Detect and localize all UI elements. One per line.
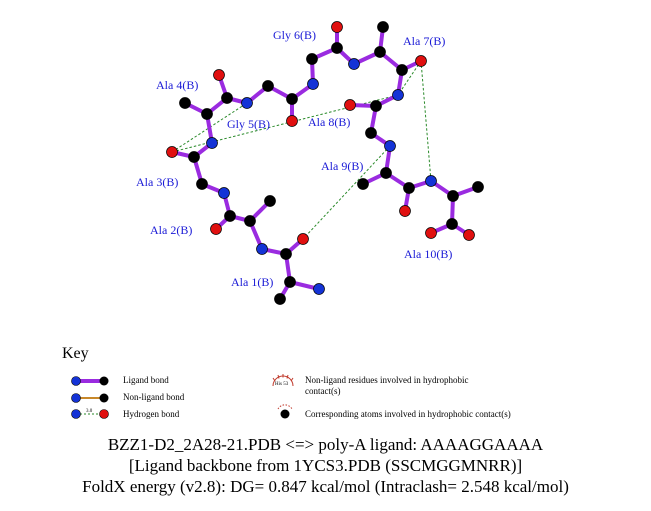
hydrogen-bond	[420, 60, 432, 182]
carbon-atom	[286, 93, 298, 105]
oxygen-atom	[297, 233, 309, 245]
oxygen-atom	[344, 99, 356, 111]
nitrogen-atom	[241, 97, 253, 109]
oxygen-atom	[213, 69, 225, 81]
oxygen-atom	[210, 223, 222, 235]
carbon-atom	[377, 21, 389, 33]
oxygen-atom	[331, 21, 343, 33]
carbon-atom	[331, 42, 343, 54]
carbon-atom	[447, 190, 459, 202]
hydrogen-bond	[171, 102, 248, 153]
key-hbond-length: 3.0	[86, 409, 93, 414]
residue-label-ala10: Ala 10(B)	[404, 247, 452, 261]
oxygen-atom	[425, 227, 437, 239]
residue-label-ala1: Ala 1(B)	[231, 275, 273, 289]
carbon-atom	[370, 100, 382, 112]
carbon-atom	[264, 195, 276, 207]
key-hydrophobic-residues-label-line2: contact(s)	[305, 386, 340, 396]
ligand-atoms	[166, 21, 484, 305]
carbon-atom	[221, 92, 233, 104]
key-non-ligand-bond-label: Non-ligand bond	[123, 392, 185, 402]
residue-label-ala2: Ala 2(B)	[150, 223, 192, 237]
key-hydrogen-bond-sample: 3.0	[71, 409, 109, 419]
residue-label-gly6: Gly 6(B)	[273, 28, 316, 42]
carbon-atom	[365, 127, 377, 139]
oxygen-atom	[399, 205, 411, 217]
hydrophobic-atom-icon	[277, 404, 293, 419]
oxygen-atom	[286, 115, 298, 127]
carbon-atom	[284, 276, 296, 288]
caption-line-3: FoldX energy (v2.8): DG= 0.847 kcal/mol …	[82, 477, 569, 496]
carbon-atom	[403, 182, 415, 194]
carbon-atom	[244, 215, 256, 227]
hydrogen-bond	[397, 60, 422, 96]
carbon-atom	[280, 248, 292, 260]
nitrogen-atom	[348, 58, 360, 70]
nitrogen-atom	[206, 137, 218, 149]
caption-line-1: BZZ1-D2_2A28-21.PDB <=> poly-A ligand: A…	[107, 435, 544, 454]
nitrogen-atom	[384, 140, 396, 152]
residue-label-ala8: Ala 8(B)	[308, 115, 350, 129]
key-title: Key	[62, 345, 89, 362]
carbon-atom	[274, 293, 286, 305]
carbon-atom	[196, 178, 208, 190]
nitrogen-atom	[256, 243, 268, 255]
carbon-atom	[188, 151, 200, 163]
carbon-atom	[357, 178, 369, 190]
residue-label-ala7: Ala 7(B)	[403, 34, 445, 48]
oxygen-atom	[415, 55, 427, 67]
nitrogen-atom	[313, 283, 325, 295]
carbon-atom	[201, 108, 213, 120]
key-ligand-bond-sample	[71, 376, 109, 386]
oxygen-atom	[166, 146, 178, 158]
hydrophobic-residue-example: His 53	[275, 382, 289, 387]
key-hydrophobic-atoms-label: Corresponding atoms involved in hydropho…	[305, 409, 511, 419]
caption-line-2: [Ligand backbone from 1YCS3.PDB (SSCMGGM…	[128, 456, 523, 475]
key-non-ligand-bond-sample	[71, 393, 109, 403]
carbon-atom	[472, 181, 484, 193]
carbon-atom	[306, 53, 318, 65]
residue-label-ala4: Ala 4(B)	[156, 78, 198, 92]
carbon-atom	[262, 80, 274, 92]
hydrophobic-residue-icon: His 53	[272, 374, 294, 387]
key-ligand-bond-label: Ligand bond	[123, 375, 169, 385]
oxygen-atom	[463, 229, 475, 241]
nitrogen-atom	[392, 89, 404, 101]
residue-label-ala9: Ala 9(B)	[321, 159, 363, 173]
nitrogen-atom	[425, 175, 437, 187]
carbon-atom	[380, 167, 392, 179]
nitrogen-atom	[307, 78, 319, 90]
nitrogen-atom	[218, 187, 230, 199]
legend-key: Key Ligand bond Non-ligand bond 3.0 Hydr…	[62, 345, 511, 419]
key-hydrogen-bond-label: Hydrogen bond	[123, 409, 180, 419]
carbon-atom	[446, 218, 458, 230]
residue-labels: Ala 1(B) Ala 2(B) Ala 3(B) Ala 4(B) Gly …	[136, 28, 452, 289]
hydrogen-bond	[302, 145, 391, 240]
carbon-atom	[179, 97, 191, 109]
carbon-atom	[374, 46, 386, 58]
carbon-atom	[224, 210, 236, 222]
residue-label-ala3: Ala 3(B)	[136, 175, 178, 189]
key-hydrophobic-residues-label-line1: Non-ligand residues involved in hydropho…	[305, 375, 468, 385]
carbon-atom	[396, 64, 408, 76]
residue-label-gly5: Gly 5(B)	[227, 117, 270, 131]
